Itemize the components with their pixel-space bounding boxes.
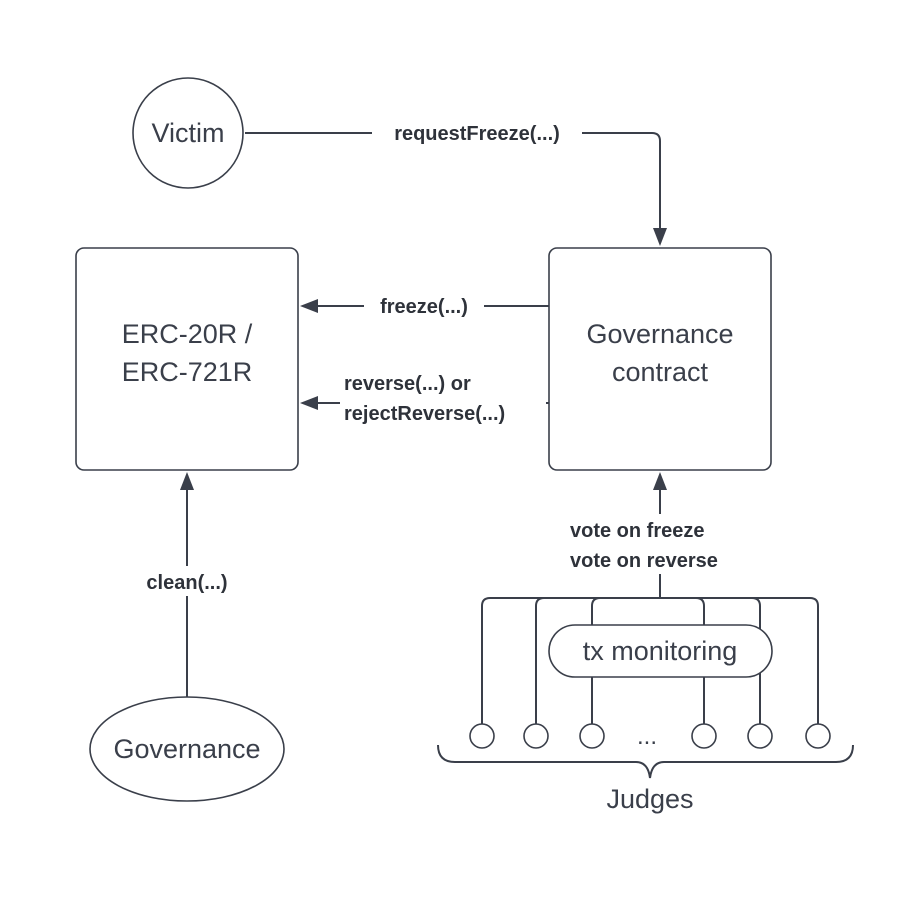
governance-node — [89, 696, 285, 802]
judges-label: Judges — [606, 784, 693, 814]
judge-5-line — [695, 597, 705, 724]
judge-node — [691, 723, 717, 749]
request-freeze-arrowhead — [653, 228, 667, 246]
judge-6-line — [751, 597, 761, 724]
clean-label: clean(...) — [146, 572, 227, 594]
reverse-arrowhead — [300, 396, 318, 410]
token-contract-label-line-2: ERC-721R — [122, 357, 253, 387]
victim-node — [132, 77, 244, 189]
victim-label: Victim — [151, 118, 224, 148]
judge-node — [805, 723, 831, 749]
governance-contract-label-line-2: contract — [612, 357, 709, 387]
request-freeze-label: requestFreeze(...) — [394, 123, 560, 145]
governance-contract-label-line-1: Governance — [586, 319, 733, 349]
token-contract-node — [75, 247, 299, 471]
tx-monitoring-label: tx monitoring — [583, 636, 738, 666]
judge-node — [469, 723, 495, 749]
judges-brace — [437, 744, 854, 779]
governance-contract-node — [548, 247, 772, 471]
reverse-label-line-2: rejectReverse(...) — [344, 403, 505, 425]
judge-3-line — [591, 597, 601, 724]
request-freeze-connector — [245, 132, 661, 228]
judges-ellipsis: ... — [637, 723, 657, 750]
vote-label-line-1: vote on freeze — [570, 520, 704, 542]
tx-monitoring-node — [548, 624, 773, 678]
judge-node — [579, 723, 605, 749]
vote-label-line-2: vote on reverse — [570, 550, 718, 572]
reverse-label-line-1: reverse(...) or — [344, 373, 471, 395]
freeze-arrowhead — [300, 299, 318, 313]
judge-node — [747, 723, 773, 749]
clean-arrowhead — [180, 472, 194, 490]
governance-label: Governance — [113, 734, 260, 764]
judge-2-line — [535, 597, 545, 724]
judge-node — [523, 723, 549, 749]
token-contract-label-line-1: ERC-20R / — [122, 319, 253, 349]
vote-arrowhead — [653, 472, 667, 490]
judges-bus-line — [481, 597, 819, 724]
freeze-label: freeze(...) — [380, 296, 468, 318]
